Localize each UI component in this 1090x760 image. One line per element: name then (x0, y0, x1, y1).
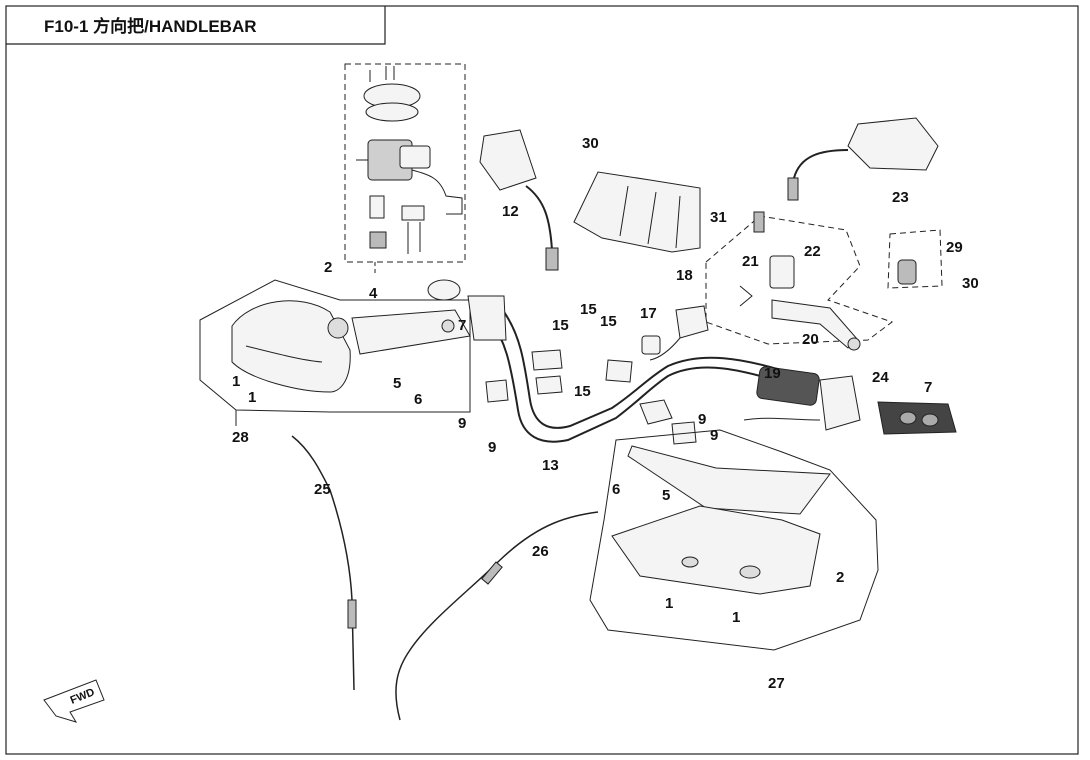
switch-17 (641, 335, 661, 355)
callout-15: 15 (580, 301, 597, 318)
callout-28: 28 (232, 429, 249, 446)
right-handguard (611, 505, 821, 595)
callout-1: 1 (232, 373, 240, 390)
callout-22: 22 (804, 243, 821, 260)
callout-30: 30 (962, 275, 979, 292)
callout-21: 21 (742, 253, 759, 270)
diagram-border (5, 5, 1079, 755)
right-grip-7 (877, 401, 957, 435)
callout-9: 9 (698, 411, 706, 428)
left-mirror-12 (479, 129, 559, 271)
callout-7: 7 (458, 317, 466, 334)
callout-31: 31 (710, 209, 727, 226)
callout-19: 19 (764, 365, 781, 382)
callout-5: 5 (393, 375, 401, 392)
callout-9: 9 (458, 415, 466, 432)
brake-group-outline (705, 215, 894, 345)
callout-15: 15 (574, 383, 591, 400)
cable-25 (291, 435, 357, 691)
title-box (6, 6, 386, 45)
callout-2: 2 (836, 569, 844, 586)
throttle-assembly (356, 66, 463, 254)
callout-9: 9 (488, 439, 496, 456)
cover-31 (573, 171, 701, 253)
bar-end-weight (897, 259, 917, 285)
left-handguard-outline (199, 279, 471, 413)
callout-15: 15 (552, 317, 569, 334)
callout-29: 29 (946, 239, 963, 256)
group-29-outline (887, 229, 943, 289)
callout-23: 23 (892, 189, 909, 206)
right-switch-24 (743, 375, 861, 431)
forward-arrow (43, 679, 105, 723)
callout-7: 7 (924, 379, 932, 396)
callout-1: 1 (732, 609, 740, 626)
callout-4: 4 (369, 285, 378, 302)
brake-lever-assembly (739, 211, 861, 351)
callout-25: 25 (314, 481, 331, 498)
cable-26 (395, 511, 599, 721)
right-mirror-23 (787, 117, 939, 201)
callout-26: 26 (532, 543, 549, 560)
callout-20: 20 (802, 331, 819, 348)
handlebar-tube (489, 311, 820, 443)
callout-6: 6 (612, 481, 620, 498)
callout-2: 2 (324, 259, 332, 276)
right-bracket-5 (627, 445, 831, 515)
callouts: 1 1 1 1 2 2 4 5 5 6 6 7 7 9 9 9 9 12 13 … (232, 135, 979, 692)
callout-6: 6 (414, 391, 422, 408)
left-handguard (231, 300, 351, 393)
switch-18 (649, 305, 709, 361)
callout-9: 9 (710, 427, 718, 444)
callout-18: 18 (676, 267, 693, 284)
throttle-assembly-outline (344, 63, 466, 263)
callout-15: 15 (600, 313, 617, 330)
diagram-title: F10-1 方向把/HANDLEBAR (44, 16, 257, 36)
throttle-grip (427, 279, 507, 341)
callout-5: 5 (662, 487, 670, 504)
callout-1: 1 (248, 389, 256, 406)
right-handguard-outline (589, 429, 879, 651)
callout-30: 30 (582, 135, 599, 152)
callout-1: 1 (665, 595, 673, 612)
callout-24: 24 (872, 369, 889, 386)
callout-12: 12 (502, 203, 519, 220)
callout-17: 17 (640, 305, 657, 322)
callout-13: 13 (542, 457, 559, 474)
callout-27: 27 (768, 675, 785, 692)
left-bracket-5 (351, 309, 471, 355)
